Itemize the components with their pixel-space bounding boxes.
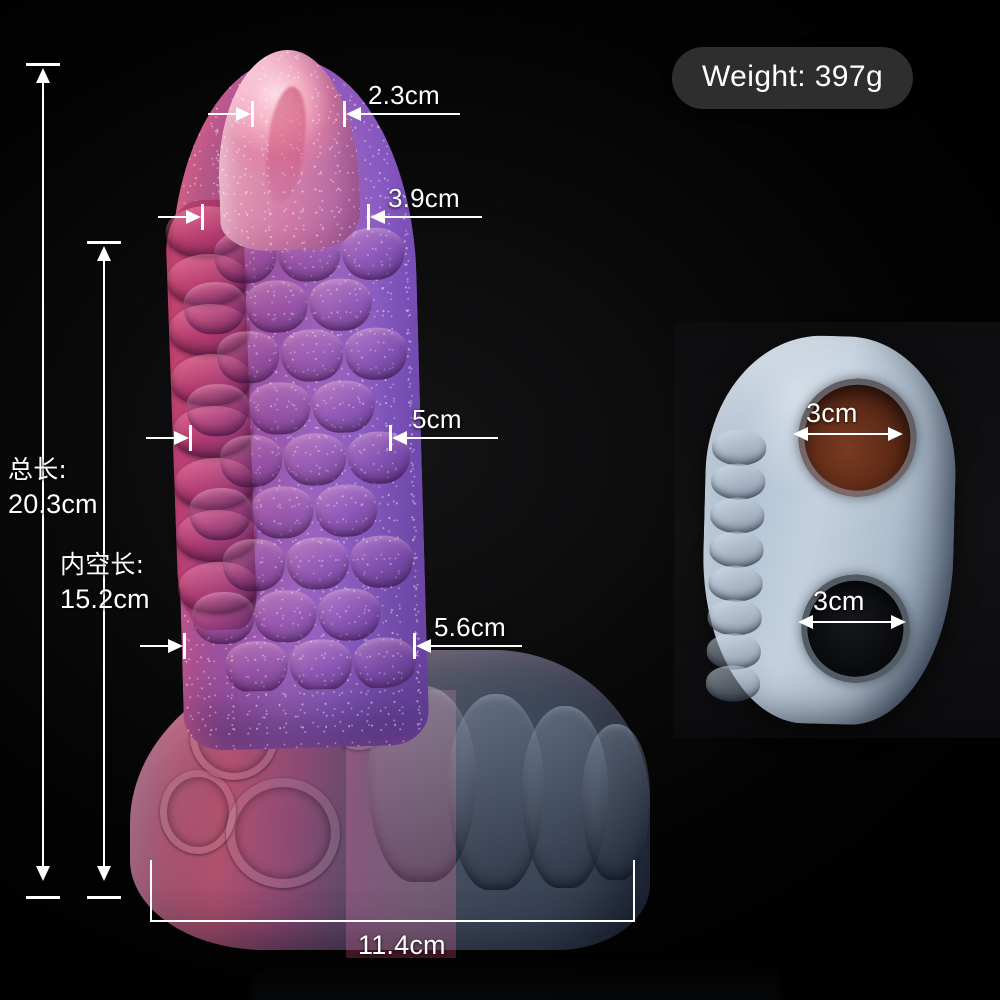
- inset-bottom-diameter-label: 3cm: [813, 586, 865, 616]
- width-callout-tip-label: 2.3cm: [368, 80, 440, 110]
- width-callout-lower-label: 5.6cm: [434, 612, 506, 642]
- inner-length-label-title: 内空长:: [60, 550, 145, 579]
- sleeve-body: [698, 332, 960, 728]
- total-length-label-title: 总长:: [8, 455, 68, 484]
- sleeve-ribs: [705, 428, 767, 703]
- weight-badge: Weight: 397g: [672, 47, 914, 109]
- width-callout-upper-label: 3.9cm: [388, 183, 460, 213]
- base-width-label: 11.4cm: [358, 930, 446, 960]
- sleeve-opening-inset-photo: 3cm 3cm: [674, 322, 1000, 738]
- floor-reflection: [250, 950, 780, 1000]
- inset-top-diameter-label: 3cm: [806, 398, 858, 428]
- product-scale-texture: [174, 226, 419, 694]
- product-photo: [120, 47, 780, 1000]
- width-callout-mid-label: 5cm: [412, 404, 462, 434]
- inner-length-label-value: 15.2cm: [60, 584, 150, 614]
- total-length-label-value: 20.3cm: [8, 489, 98, 519]
